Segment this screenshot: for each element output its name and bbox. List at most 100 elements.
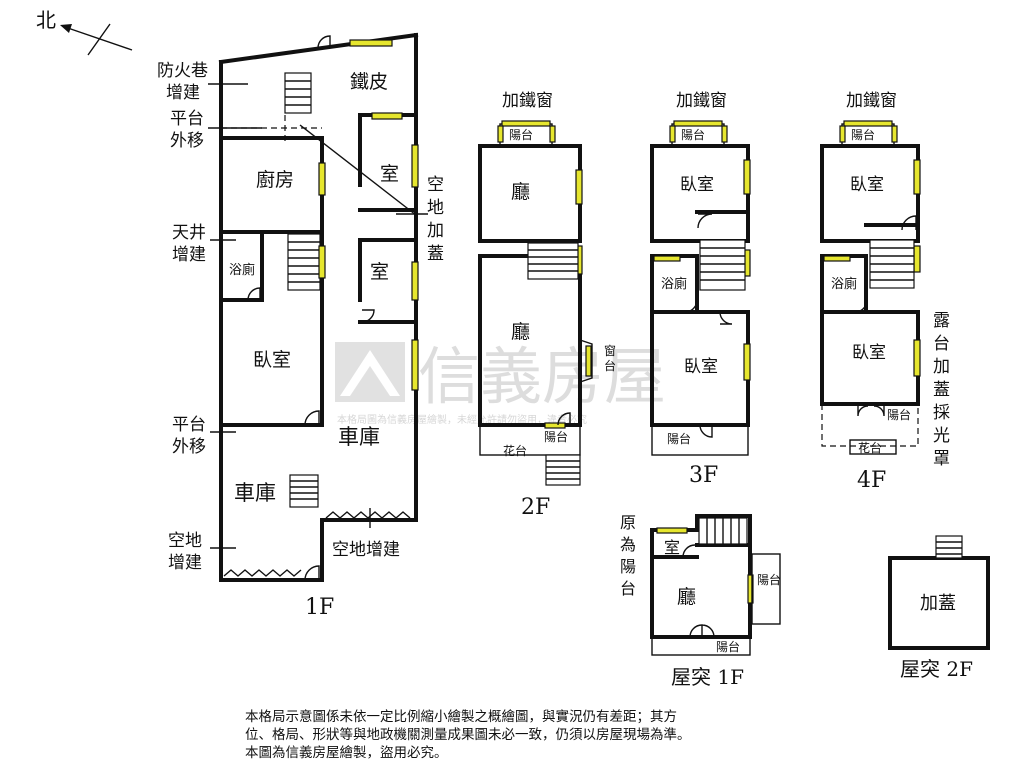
f1-room-bath: 浴廁 bbox=[229, 262, 255, 278]
f4-title: 4F bbox=[857, 468, 886, 493]
svg-text:罩: 罩 bbox=[933, 449, 950, 469]
f1-wall-left bbox=[219, 60, 324, 582]
f1-note-platform-top-2: 外移 bbox=[170, 131, 204, 151]
f1-note-vacant-right-3: 加 bbox=[427, 221, 444, 241]
f4-room-bedroom-main: 臥室 bbox=[852, 343, 886, 363]
f1-room-garage-left: 車庫 bbox=[234, 481, 276, 505]
f2-bay-window-1: 窗 bbox=[604, 344, 616, 358]
disclaimer-note: 本格局示意圖係未依一定比例縮小繪製之概繪圖，與實況仍有差距；其方 位、格局、形狀… bbox=[245, 708, 785, 762]
f2-bay-window-2: 台 bbox=[604, 358, 616, 373]
f1-wall-top bbox=[218, 32, 419, 65]
f1-room-bedroom: 臥室 bbox=[253, 349, 291, 371]
north-arrow-head bbox=[60, 24, 72, 33]
f3-room-bedroom-main: 臥室 bbox=[684, 357, 718, 377]
svg-text:光: 光 bbox=[933, 426, 950, 446]
f1-door-room-b bbox=[361, 309, 375, 323]
f1-note-courtyard-2: 增建 bbox=[172, 245, 206, 265]
roof2-stair bbox=[935, 535, 963, 559]
plan-1f: 鐵皮 廚房 室 室 浴廁 臥室 車庫 車庫 防火巷 增建 平台 外移 天井 增建… bbox=[157, 32, 444, 620]
f2-balcony-bottom-label: 陽台 bbox=[544, 429, 568, 444]
plan-2f: 加鐵窗 陽台 廳 廳 窗 台 花台 陽台 2F bbox=[478, 91, 616, 520]
f3-room-bath: 浴廁 bbox=[661, 276, 687, 292]
disclaimer-line: 位、格局、形狀等與地政機關測量成果圖未必一致，仍須以房屋現場為準。 bbox=[245, 727, 691, 743]
f4-stair bbox=[869, 239, 915, 289]
f1-door-garage bbox=[304, 565, 320, 581]
f4-room-bath: 浴廁 bbox=[831, 276, 857, 292]
f1-window-top bbox=[349, 39, 393, 47]
f2-top-note: 加鐵窗 bbox=[502, 91, 553, 111]
roof2-title: 屋突 2F bbox=[900, 657, 973, 681]
f1-window-room-a bbox=[411, 144, 419, 188]
f1-note-vacant-right-4: 蓋 bbox=[427, 244, 444, 264]
f2-stair bbox=[527, 242, 579, 280]
roof1-side-note: 原 為 陽 台 bbox=[620, 513, 636, 598]
f1-note-platform-top-1: 平台 bbox=[170, 109, 204, 129]
north-compass: 北 bbox=[36, 8, 133, 56]
f1-room-garage-right: 車庫 bbox=[338, 425, 380, 449]
f3-balcony-top-label: 陽台 bbox=[681, 127, 705, 142]
f4-room-bedroom-top: 臥室 bbox=[850, 175, 884, 195]
svg-text:台: 台 bbox=[620, 579, 636, 598]
roof1-stair bbox=[698, 517, 748, 545]
plan-roof-2f: 加蓋 屋突 2F bbox=[888, 535, 990, 681]
f1-garage-door-right bbox=[325, 511, 411, 519]
f3-room-bedroom-top: 臥室 bbox=[680, 175, 714, 195]
svg-text:為: 為 bbox=[620, 535, 636, 554]
f1-stair-top bbox=[284, 72, 312, 114]
f4-terrace bbox=[821, 403, 919, 447]
f1-note-fire-lane-2: 增建 bbox=[166, 83, 200, 103]
f1-garage-door-left bbox=[223, 569, 302, 577]
f2-bay-window bbox=[579, 339, 593, 383]
svg-text:加: 加 bbox=[933, 357, 950, 377]
roof1-balcony-side bbox=[751, 553, 781, 625]
f4-balcony-bottom-label: 陽台 bbox=[887, 407, 911, 422]
f2-stair-bottom bbox=[545, 454, 581, 486]
roof1-balcony-bottom bbox=[651, 636, 751, 656]
f1-door-top bbox=[317, 35, 331, 49]
svg-text:採: 採 bbox=[933, 403, 950, 423]
f4-planter-box bbox=[849, 439, 897, 455]
f2-planter: 花台 bbox=[503, 443, 527, 458]
plan-4f: 加鐵窗 陽台 臥室 浴廁 臥室 陽台 花台 露 台 加 蓋 採 光 罩 4F bbox=[820, 91, 950, 493]
north-arrow-line bbox=[61, 25, 133, 51]
f1-window-stair bbox=[318, 245, 326, 279]
f3-stair bbox=[699, 239, 746, 291]
f2-balcony-top-label: 陽台 bbox=[509, 127, 533, 142]
roof1-balcony-bottom-label: 陽台 bbox=[716, 639, 740, 654]
f1-room-a: 室 bbox=[380, 163, 399, 185]
north-label: 北 bbox=[36, 8, 56, 32]
f1-room-iron-sheet: 鐵皮 bbox=[350, 71, 388, 93]
f4-balcony-top-label: 陽台 bbox=[851, 127, 875, 142]
f2-room-living-main: 廳 bbox=[511, 321, 530, 343]
f1-note-vacant-right-2: 地 bbox=[427, 198, 444, 218]
f3-balcony-bottom-label: 陽台 bbox=[667, 431, 691, 446]
disclaimer-line: 本圖為信義房屋繪製，盜用必究。 bbox=[245, 745, 448, 761]
f1-note-platform-mid-2: 外移 bbox=[172, 437, 206, 457]
f1-note-fire-lane-1: 防火巷 bbox=[157, 61, 208, 81]
f1-window-garage bbox=[411, 339, 419, 391]
f1-window-room-b bbox=[411, 261, 419, 301]
f4-side-note: 露 台 加 蓋 採 光 罩 bbox=[933, 311, 950, 469]
svg-text:原: 原 bbox=[620, 513, 636, 532]
f2-title: 2F bbox=[521, 495, 550, 520]
f1-window-room bbox=[371, 112, 403, 120]
svg-text:露: 露 bbox=[933, 311, 950, 331]
f1-title: 1F bbox=[305, 595, 334, 620]
svg-text:陽: 陽 bbox=[620, 557, 636, 576]
f1-note-platform-mid-1: 平台 bbox=[172, 415, 206, 435]
svg-text:台: 台 bbox=[933, 334, 950, 354]
f4-top-note: 加鐵窗 bbox=[846, 91, 897, 111]
roof2-room-addition: 加蓋 bbox=[920, 593, 956, 614]
f1-note-vacant-left-1: 空地 bbox=[168, 531, 202, 551]
plan-roof-1f: 室 廳 陽台 陽台 原 為 陽 台 屋突 1F bbox=[620, 513, 781, 689]
svg-text:蓋: 蓋 bbox=[933, 380, 950, 400]
f1-door-bath bbox=[247, 287, 261, 301]
f2-balcony-bottom bbox=[479, 424, 581, 456]
f1-door-bedroom bbox=[304, 410, 320, 426]
watermark-brand: 信義房屋 bbox=[418, 340, 666, 413]
f2-room-living-top: 廳 bbox=[511, 181, 530, 203]
f1-note-vacant-left-2: 增建 bbox=[168, 553, 202, 573]
north-cross-line bbox=[87, 23, 111, 56]
roof1-room: 室 bbox=[664, 538, 680, 557]
